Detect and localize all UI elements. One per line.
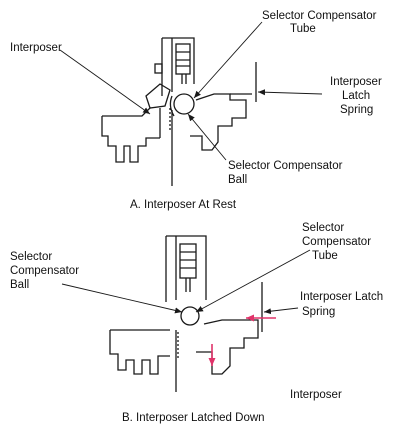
leader-b-ball [61,283,183,314]
label-a-spring-2: Latch [342,90,371,102]
panel-b-compensator-ball [177,306,200,360]
leader-b-tube [195,249,311,313]
label-b-ball-2: Compensator [10,265,80,277]
label-a-ball-2: Ball [228,174,248,186]
leader-a-interposer [59,49,151,115]
label-a-tube-2: Tube [290,23,316,35]
label-b-tube-1: Selector [302,222,345,234]
label-b-interposer: Interposer [290,389,342,401]
caption-b: B. Interposer Latched Down [122,412,265,424]
label-a-tube-1: Selector Compensator [262,10,377,22]
leader-a-ball [187,113,227,161]
label-a-ball-1: Selector Compensator [228,160,343,172]
label-b-tube-2: Compensator [302,236,372,248]
label-b-ball-1: Selector [10,251,53,263]
panel-a-compensator-ball [169,93,195,132]
panel-b-leaders [61,249,311,315]
panel-b-drawing [109,235,263,392]
leader-a-spring [257,89,323,96]
label-a-spring-3: Spring [340,104,374,116]
leader-a-tube [193,21,263,99]
panel-a-compensator-tube [154,37,195,96]
label-b-ball-3: Ball [10,279,30,291]
label-b-tube-3: Tube [312,250,338,262]
caption-a: A. Interposer At Rest [130,199,237,211]
leader-b-spring [263,307,299,315]
label-a-spring-1: Interposer [330,76,382,88]
panel-b-motion-arrows [208,314,276,366]
label-b-spring-1: Interposer Latch [300,291,384,303]
panel-a-leaders [59,21,323,161]
panel-b-interposer [109,319,259,375]
panel-a-latch-spring [171,62,257,186]
label-b-spring-2: Spring [302,306,336,318]
label-a-interposer: Interposer [10,42,62,54]
panel-b-compensator-tube [165,235,207,302]
panel-b-latch-spring [175,282,263,392]
